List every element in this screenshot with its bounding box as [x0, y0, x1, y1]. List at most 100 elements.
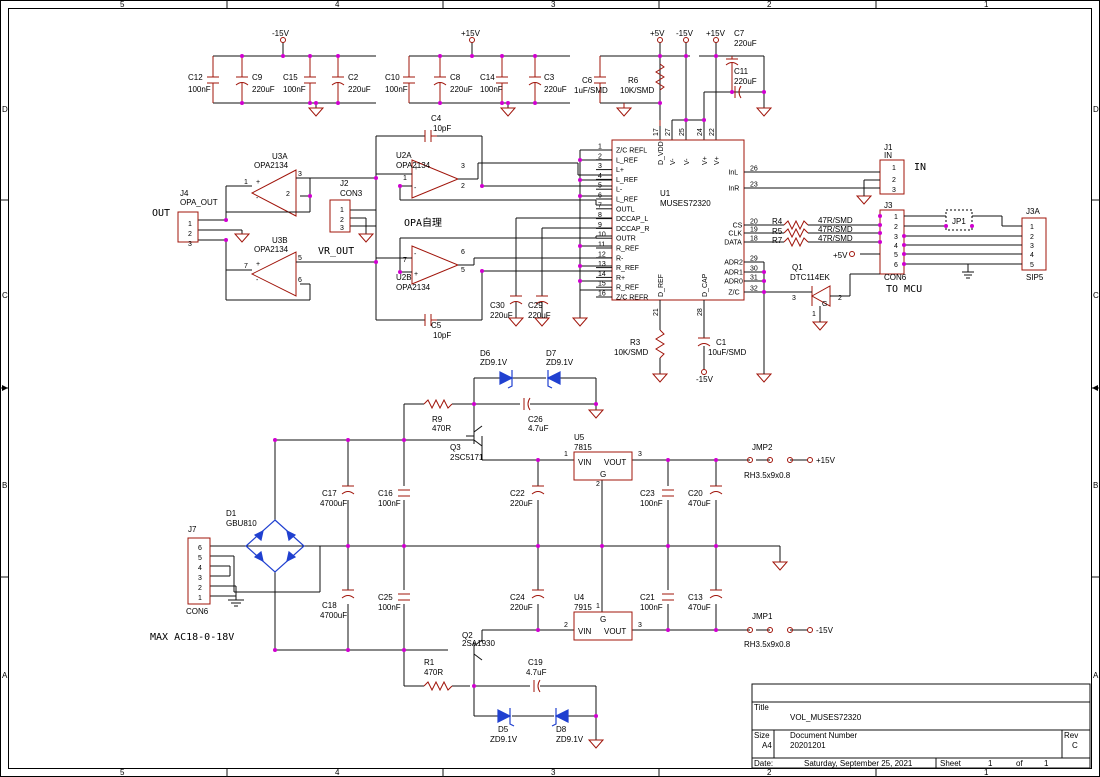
svg-text:6: 6 — [298, 277, 302, 284]
u1-pin-number: 9 — [598, 222, 602, 229]
c17-ref: C17 — [322, 489, 337, 498]
c5-value: 10pF — [433, 331, 451, 340]
svg-text:2: 2 — [188, 231, 192, 238]
u1-pin-number: 18 — [750, 236, 758, 243]
u1-pin-name: R_REF — [616, 285, 639, 292]
u1-pin-name: L_REF — [616, 197, 638, 204]
u5-part: 7815 — [574, 443, 592, 452]
r3-ref: R3 — [630, 338, 641, 347]
svg-text:1: 1 — [564, 451, 568, 458]
date-value: Saturday, September 25, 2021 — [804, 759, 913, 768]
u1-pin-number: 23 — [750, 182, 758, 189]
u2-opamps: + - - + 3 2 1 6 5 7 U2A OPA2134 U2B OPA2… — [375, 114, 612, 340]
cap-ref: C9 — [252, 73, 263, 82]
q2-ref: Q2 — [462, 631, 473, 640]
svg-text:3: 3 — [298, 171, 302, 178]
power-supply: 1 3 2 2 3 1 6 5 4 3 2 1 D6 ZD9.1V D7 ZD9… — [150, 349, 836, 749]
cap-value: 100nF — [188, 85, 211, 94]
c22-value: 220uF — [510, 499, 533, 508]
svg-text:3: 3 — [198, 575, 202, 582]
u1-pin-name: V- — [684, 158, 691, 165]
jmp2-part: RH3.5x9x0.8 — [744, 471, 791, 480]
row-label-right: C — [1093, 291, 1099, 300]
u4-ref: U4 — [574, 593, 585, 602]
c23-ref: C23 — [640, 489, 655, 498]
svg-text:+: + — [414, 271, 418, 278]
svg-text:4: 4 — [894, 243, 898, 250]
size-value: A4 — [762, 741, 772, 750]
output-buffers: + - + - 3 2 1 5 6 7 1 2 3 1 2 3 U3A OPA2… — [152, 152, 484, 301]
cap-ref: C6 — [582, 76, 593, 85]
c24-value: 220uF — [510, 603, 533, 612]
u1-pin-name: ADR0 — [724, 279, 743, 286]
col-label-bottom: 1 — [984, 768, 989, 777]
cap-ref: C14 — [480, 73, 495, 82]
svg-text:3: 3 — [461, 163, 465, 170]
col-label-top: 5 — [120, 0, 125, 9]
c4-ref: C4 — [431, 114, 442, 123]
q2-part: 2SA1930 — [462, 639, 495, 648]
u1-pin-number: 2 — [598, 153, 602, 160]
u1-pin-number: 12 — [598, 251, 606, 258]
to-mcu-label: TO MCU — [886, 284, 922, 295]
j7-ref: J7 — [188, 525, 197, 534]
cap-ref: C15 — [283, 73, 298, 82]
u1-pin-number: 27 — [665, 128, 672, 136]
u1-pin-number: 3 — [598, 163, 602, 170]
u1-pin-number: 16 — [598, 291, 606, 298]
opa-label: OPA自理 — [404, 216, 442, 229]
c13-value: 470uF — [688, 603, 711, 612]
svg-text:2: 2 — [596, 481, 600, 488]
u1-pin-name: V- — [670, 158, 677, 165]
u3a-part: OPA2134 — [254, 161, 289, 170]
cap-value: 220uF — [252, 85, 275, 94]
cap-value: 220uF — [450, 85, 473, 94]
c16-ref: C16 — [378, 489, 393, 498]
c1-value: 10uF/SMD — [708, 348, 746, 357]
u1-pin-name: V+ — [714, 156, 721, 165]
u3a-ref: U3A — [272, 152, 288, 161]
d5-ref: D5 — [498, 725, 509, 734]
resistor-value: 10K/SMD — [620, 86, 654, 95]
j3a-ref: J3A — [1026, 207, 1040, 216]
c20-value: 470uF — [688, 499, 711, 508]
j1-ref: J1 — [884, 143, 893, 152]
c17-value: 4700uF — [320, 499, 347, 508]
svg-text:3: 3 — [1030, 243, 1034, 250]
svg-text:2: 2 — [461, 183, 465, 190]
c19-value: 4.7uF — [526, 668, 547, 677]
d6-value: ZD9.1V — [480, 358, 508, 367]
svg-text:5: 5 — [1030, 262, 1034, 269]
svg-text:4: 4 — [198, 565, 202, 572]
docnum-label: Document Number — [790, 731, 857, 740]
u1-support-parts: C30 220uF C29 220uF R3 10K/SMD C1 10uF/S… — [490, 149, 746, 384]
col-label-top: 4 — [335, 0, 340, 9]
r4-ref: R4 — [772, 217, 783, 226]
r5-value: 47R/SMD — [818, 225, 853, 234]
svg-text:+: + — [414, 165, 418, 172]
u5-g: G — [600, 470, 606, 479]
q1-part: DTC114EK — [790, 273, 831, 282]
u2a-ref: U2A — [396, 151, 412, 160]
u1-pin-number: 7 — [598, 202, 602, 209]
svg-text:1: 1 — [596, 603, 600, 610]
cap-value: 100nF — [385, 85, 408, 94]
c1-ref: C1 — [716, 338, 727, 347]
svg-text:3: 3 — [340, 225, 344, 232]
j3-ref: J3 — [884, 201, 893, 210]
net-label: -15V — [272, 29, 290, 38]
svg-text:1: 1 — [403, 175, 407, 182]
u1-pin-name: DCCAP_L — [616, 216, 648, 223]
d6-ref: D6 — [480, 349, 491, 358]
c13-ref: C13 — [688, 593, 703, 602]
c21-ref: C21 — [640, 593, 655, 602]
net-label: +15V — [706, 29, 726, 38]
svg-text:2: 2 — [892, 177, 896, 184]
cap-value: 1uF/SMD — [574, 86, 608, 95]
svg-text:5: 5 — [198, 555, 202, 562]
title-block: Title VOL_MUSES72320 Size A4 Document Nu… — [751, 683, 1091, 769]
out-label: OUT — [152, 208, 170, 219]
j2-ref: J2 — [340, 179, 349, 188]
d8-ref: D8 — [556, 725, 567, 734]
u1-part: MUSES72320 — [660, 199, 711, 208]
